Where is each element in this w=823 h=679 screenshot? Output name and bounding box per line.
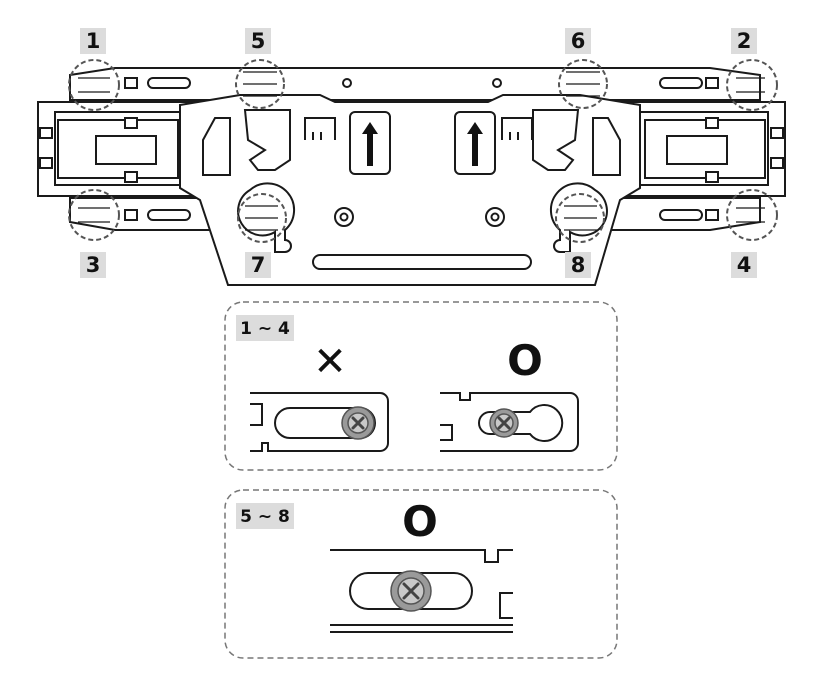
right-tab <box>501 117 533 140</box>
right-bolts <box>705 77 784 221</box>
center-hole-left <box>334 207 354 227</box>
callout-8-label: 8 <box>571 253 586 277</box>
correct-keyhole-illustration <box>440 392 579 452</box>
hatch-7 <box>245 205 278 231</box>
left-tab <box>304 117 336 140</box>
hatch-5 <box>243 71 277 97</box>
callout-5-label: 5 <box>251 29 266 53</box>
keyhole-8 <box>549 182 608 253</box>
highlight-circle-8 <box>555 193 605 243</box>
center-hole-right <box>485 207 505 227</box>
detail-box-1-4: 1 ~ 4 ✕ O <box>224 301 618 471</box>
callout-8: 8 <box>565 252 591 278</box>
highlight-circle-5 <box>235 59 285 109</box>
hatch-6 <box>566 71 600 97</box>
right-cutout <box>592 117 621 176</box>
callout-2-label: 2 <box>737 29 752 53</box>
correct-mark-icon-2: O <box>402 497 438 546</box>
callout-7-label: 7 <box>251 253 266 277</box>
highlight-circle-1 <box>68 59 120 111</box>
top-rail <box>69 67 761 101</box>
callout-3-label: 3 <box>86 253 101 277</box>
callout-6-label: 6 <box>571 29 586 53</box>
left-arrow-slot <box>349 111 391 175</box>
callout-1: 1 <box>80 28 106 54</box>
right-arrow-slot <box>454 111 496 175</box>
wrong-mark-icon: ✕ <box>313 339 347 385</box>
slot-top-right <box>659 77 703 89</box>
callout-6: 6 <box>565 28 591 54</box>
correct-mark-icon: O <box>507 336 543 385</box>
hatch-4 <box>736 207 765 223</box>
highlight-circle-4 <box>726 189 778 241</box>
keyhole-7 <box>237 182 296 253</box>
highlight-circle-3 <box>68 189 120 241</box>
box-1-4-label: 1 ~ 4 <box>240 319 290 339</box>
center-plate <box>179 94 641 286</box>
box-5-8-label: 5 ~ 8 <box>240 507 290 527</box>
hatch-8 <box>564 205 597 231</box>
callout-4-label: 4 <box>737 253 752 277</box>
right-bracket-window <box>666 135 728 165</box>
correct-slot-illustration <box>330 549 513 633</box>
highlight-circle-7 <box>237 193 287 243</box>
bottom-long-slot <box>312 254 532 270</box>
hatch-2 <box>736 77 765 93</box>
hatch-3 <box>78 207 110 223</box>
callout-7: 7 <box>245 252 271 278</box>
detail-box-5-8: 5 ~ 8 O <box>224 489 618 659</box>
callout-2: 2 <box>731 28 757 54</box>
slot-top-left <box>147 77 191 89</box>
left-bracket-window <box>95 135 157 165</box>
hole-top-right <box>492 78 502 88</box>
bracket-assembly <box>37 59 786 286</box>
left-bolts <box>39 77 138 221</box>
wrong-slot-illustration <box>250 392 389 452</box>
callout-4: 4 <box>731 252 757 278</box>
slot-bottom-left <box>147 209 191 221</box>
highlight-circle-2 <box>726 59 778 111</box>
callout-1-label: 1 <box>86 29 101 53</box>
callout-3: 3 <box>80 252 106 278</box>
slot-bottom-right <box>659 209 703 221</box>
left-cutout <box>202 117 231 176</box>
hole-top-left <box>342 78 352 88</box>
left-hook <box>243 109 291 171</box>
callout-5: 5 <box>245 28 271 54</box>
highlight-circle-6 <box>558 59 608 109</box>
hatch-1 <box>78 77 110 93</box>
